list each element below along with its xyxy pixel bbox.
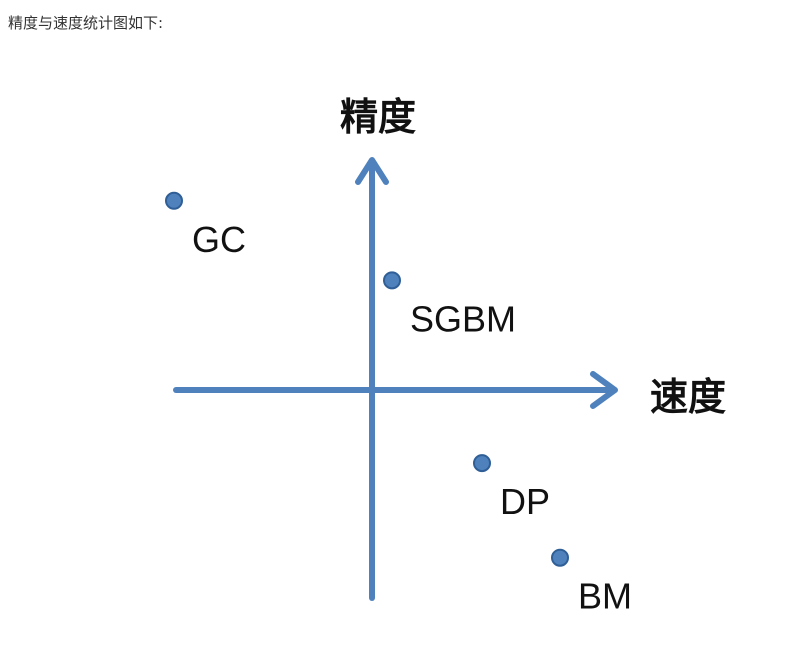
data-point-dp <box>473 454 491 473</box>
data-point-gc <box>165 191 183 210</box>
y-axis-label: 精度 <box>340 95 416 139</box>
data-point-sgbm <box>383 271 401 290</box>
data-point-bm <box>551 548 569 567</box>
intro-text: 精度与速度统计图如下: <box>8 14 164 32</box>
data-point-label-bm: BM <box>578 576 632 617</box>
data-point-label-sgbm: SGBM <box>410 298 516 339</box>
data-points: GC SGBM DP BM <box>165 191 632 617</box>
data-point-label-gc: GC <box>192 219 246 260</box>
y-axis-arrowhead <box>355 157 389 185</box>
data-point-label-dp: DP <box>500 481 550 522</box>
axes <box>173 157 618 601</box>
x-axis-label: 速度 <box>650 375 726 419</box>
x-axis-arrowhead <box>590 371 618 409</box>
